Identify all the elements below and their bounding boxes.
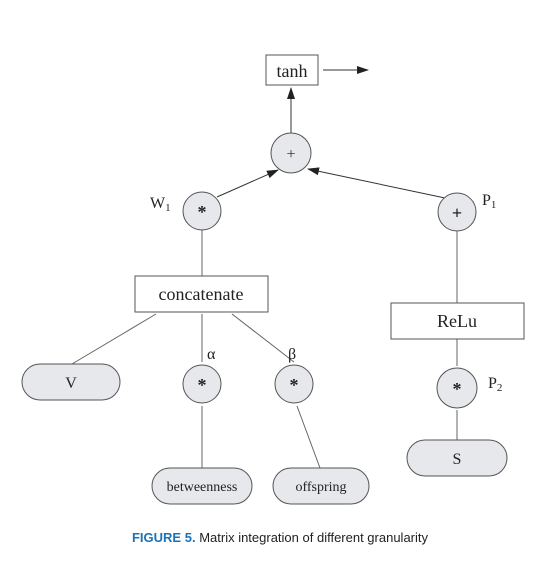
relu-label: ReLu bbox=[437, 311, 477, 331]
figure-label: FIGURE 5. bbox=[131, 530, 196, 545]
w1-multiply-node: * W1 bbox=[150, 191, 222, 231]
v-node: V bbox=[21, 363, 121, 401]
alpha-multiply-operator: * bbox=[198, 375, 207, 395]
sum-node: + bbox=[270, 132, 312, 174]
edge-p1-to-sum bbox=[307, 167, 446, 199]
offspring-label: offspring bbox=[295, 480, 346, 495]
offspring-node: offspring bbox=[272, 467, 370, 505]
p1-plus-operator: + bbox=[452, 203, 462, 223]
w1-multiply-circle bbox=[182, 191, 222, 231]
beta-multiply-circle bbox=[274, 364, 314, 404]
v-pill bbox=[21, 363, 121, 401]
edge-v-to-concat bbox=[71, 313, 157, 365]
p1-label-base: P bbox=[482, 192, 491, 209]
p2-multiply-circle bbox=[436, 367, 478, 409]
offspring-pill bbox=[272, 467, 370, 505]
beta-multiply-node: * β bbox=[274, 346, 314, 404]
tanh-box bbox=[265, 54, 319, 86]
figure-caption-text: Matrix integration of different granular… bbox=[199, 530, 429, 545]
p2-label-base: P bbox=[488, 375, 497, 392]
concatenate-node: concatenate bbox=[134, 275, 269, 313]
w1-label-sub: 1 bbox=[165, 202, 171, 214]
w1-label: W1 bbox=[150, 195, 171, 214]
betweenness-node: betweenness bbox=[151, 467, 253, 505]
beta-multiply-operator: * bbox=[290, 375, 299, 395]
edge-w1-to-sum bbox=[216, 169, 279, 198]
p2-multiply-operator: * bbox=[453, 379, 462, 399]
edges bbox=[71, 66, 458, 469]
edge-beta-to-concat bbox=[231, 313, 295, 363]
s-pill bbox=[406, 439, 508, 477]
alpha-label: α bbox=[207, 346, 216, 363]
p2-multiply-node: * P2 bbox=[436, 367, 502, 409]
concatenate-label: concatenate bbox=[159, 284, 244, 304]
p1-label-sub: 1 bbox=[491, 199, 497, 211]
p2-label-sub: 2 bbox=[497, 382, 503, 394]
concatenate-box bbox=[134, 275, 269, 313]
w1-label-base: W bbox=[150, 195, 166, 212]
p1-label: P1 bbox=[482, 192, 496, 211]
sum-operator: + bbox=[286, 146, 295, 163]
relu-node: ReLu bbox=[390, 302, 525, 340]
alpha-multiply-node: * α bbox=[182, 346, 222, 404]
edge-offspring-to-beta bbox=[296, 405, 321, 469]
s-node: S bbox=[406, 439, 508, 477]
betweenness-pill bbox=[151, 467, 253, 505]
alpha-multiply-circle bbox=[182, 364, 222, 404]
sum-circle bbox=[270, 132, 312, 174]
tanh-label: tanh bbox=[277, 61, 308, 81]
w1-multiply-operator: * bbox=[198, 202, 207, 222]
p1-plus-node: + P1 bbox=[437, 192, 496, 232]
p1-plus-circle bbox=[437, 192, 477, 232]
tanh-node: tanh bbox=[265, 54, 319, 86]
betweenness-label: betweenness bbox=[167, 480, 238, 495]
v-label: V bbox=[65, 375, 77, 392]
relu-box bbox=[390, 302, 525, 340]
p2-label: P2 bbox=[488, 375, 502, 394]
figure-caption: FIGURE 5. Matrix integration of differen… bbox=[0, 530, 560, 545]
beta-label: β bbox=[288, 346, 296, 363]
s-label: S bbox=[453, 451, 462, 468]
